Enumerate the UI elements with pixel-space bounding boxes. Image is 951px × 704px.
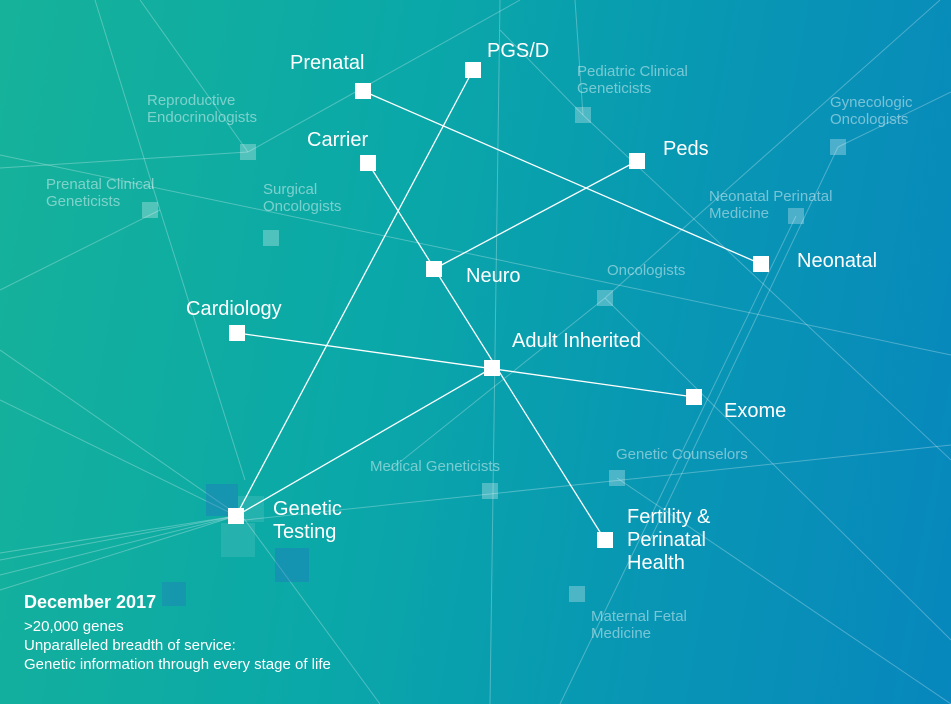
node-fertility <box>597 532 613 548</box>
background-line-2 <box>0 209 161 291</box>
bg-node-oncologists <box>597 290 613 306</box>
nodes <box>228 62 769 548</box>
background-line-11 <box>489 0 501 704</box>
node-neonatal <box>753 256 769 272</box>
bg-node-gynecologic <box>830 139 846 155</box>
bg-node-reproductive <box>240 144 256 160</box>
background-line-0 <box>94 0 161 211</box>
background-line-21 <box>616 477 951 704</box>
edge-cardiology-exome <box>236 332 695 398</box>
background-line-18 <box>649 146 839 541</box>
bg-label-oncologists: Oncologists <box>607 262 686 279</box>
background-line-19 <box>559 215 797 704</box>
info-date: December 2017 <box>24 592 157 612</box>
background-line-13 <box>574 0 584 116</box>
node-prenatal <box>355 83 371 99</box>
background-line-10 <box>244 444 951 521</box>
background-line-16 <box>389 297 606 471</box>
bg-node-maternal-fetal <box>569 586 585 602</box>
background-line-25 <box>0 515 237 554</box>
edge-adult-genetic <box>235 367 493 517</box>
decor-square-2 <box>275 548 309 582</box>
background-line-9 <box>0 349 246 521</box>
node-label-exome: Exome <box>724 400 787 422</box>
background-line-12 <box>582 114 951 461</box>
bg-label-medical-geneticists: Medical Geneticists <box>370 458 501 475</box>
background-line-1 <box>159 209 246 481</box>
background-line-3 <box>0 151 249 169</box>
background-line-20 <box>604 297 951 641</box>
node-genetic <box>228 508 244 524</box>
bg-node-prenatal-clinical <box>142 202 158 218</box>
node-exome <box>686 389 702 405</box>
edge-peds-neuro <box>433 160 638 270</box>
edge-prenatal-neonatal <box>362 90 762 265</box>
node-label-carrier: Carrier <box>307 129 369 151</box>
info-breadth: Unparalleled breadth of service: <box>24 637 236 654</box>
bg-node-genetic-counselors <box>609 470 625 486</box>
node-pgsd <box>465 62 481 78</box>
bg-label-genetic-counselors: Genetic Counselors <box>616 446 748 463</box>
node-peds <box>629 153 645 169</box>
background-line-4 <box>247 0 521 153</box>
background-line-6 <box>0 154 951 356</box>
background-line-15 <box>604 0 941 299</box>
info-genes: >20,000 genes <box>24 618 124 635</box>
node-label-pgsd: PGS/D <box>487 40 550 62</box>
edge-carrier-fertility <box>367 162 606 541</box>
background-line-14 <box>499 29 584 116</box>
node-label-cardiology: Cardiology <box>186 298 282 320</box>
edge-pgsd-genetic <box>235 69 474 517</box>
background-line-22 <box>0 515 237 561</box>
connections <box>235 69 762 541</box>
decor-square-3 <box>162 582 186 606</box>
bg-node-surgical <box>263 230 279 246</box>
bg-node-medical-geneticists <box>482 483 498 499</box>
node-adult <box>484 360 500 376</box>
background-line-23 <box>0 515 237 576</box>
info-tagline: Genetic information through every stage … <box>24 656 331 673</box>
background-line-8 <box>244 519 381 704</box>
node-neuro <box>426 261 442 277</box>
background-line-24 <box>0 515 237 591</box>
bg-node-neonatal-perinatal <box>788 208 804 224</box>
node-label-prenatal: Prenatal <box>290 52 365 74</box>
node-carrier <box>360 155 376 171</box>
info-block: December 2017 >20,000 genes Unparalleled… <box>24 592 331 674</box>
background-line-5 <box>139 0 249 153</box>
background-line-7 <box>0 399 246 521</box>
background-line-17 <box>837 91 951 148</box>
node-cardiology <box>229 325 245 341</box>
node-label-neonatal: Neonatal <box>797 250 878 272</box>
node-label-peds: Peds <box>663 138 709 160</box>
decor-square-1 <box>221 523 255 557</box>
background-squares <box>142 107 846 606</box>
bg-node-pediatric <box>575 107 591 123</box>
node-label-neuro: Neuro <box>466 265 521 287</box>
node-label-adult: Adult Inherited <box>512 330 641 352</box>
